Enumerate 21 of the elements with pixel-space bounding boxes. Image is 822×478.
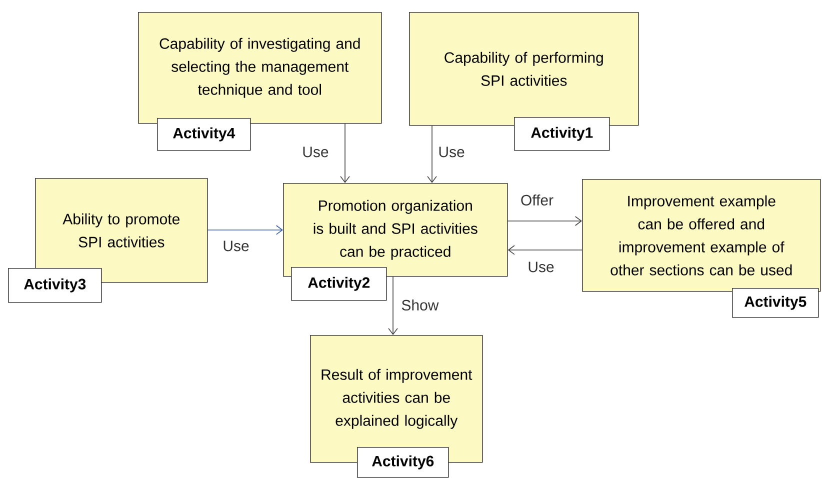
activity-tag: Activity1 xyxy=(514,117,610,151)
arrow xyxy=(508,245,582,255)
activity-tag: Activity2 xyxy=(291,267,387,301)
arrow xyxy=(207,225,283,235)
edge-label: Use xyxy=(526,260,556,274)
arrow xyxy=(427,125,437,183)
edge-label: Show xyxy=(400,298,440,312)
arrow xyxy=(388,276,398,335)
arrow xyxy=(507,216,582,226)
edge-label: Use xyxy=(437,146,466,158)
process-box: Improvement example can be offered and improvement example of other sections can be used xyxy=(582,179,821,292)
process-box: Capability of performing SPI activities xyxy=(409,12,639,126)
process-box: Capability of investigating and selecting the management technique and tool xyxy=(138,12,382,124)
edge-label: Use xyxy=(222,240,250,252)
edge-label: Offer xyxy=(519,194,555,206)
activity-tag: Activity5 xyxy=(732,288,819,318)
process-box: Promotion organization is built and SPI activities can be practiced xyxy=(283,183,508,277)
activity-tag: Activity6 xyxy=(357,447,449,478)
edge-label: Use xyxy=(301,146,330,158)
activity-tag: Activity4 xyxy=(157,118,251,151)
arrow xyxy=(340,123,350,183)
